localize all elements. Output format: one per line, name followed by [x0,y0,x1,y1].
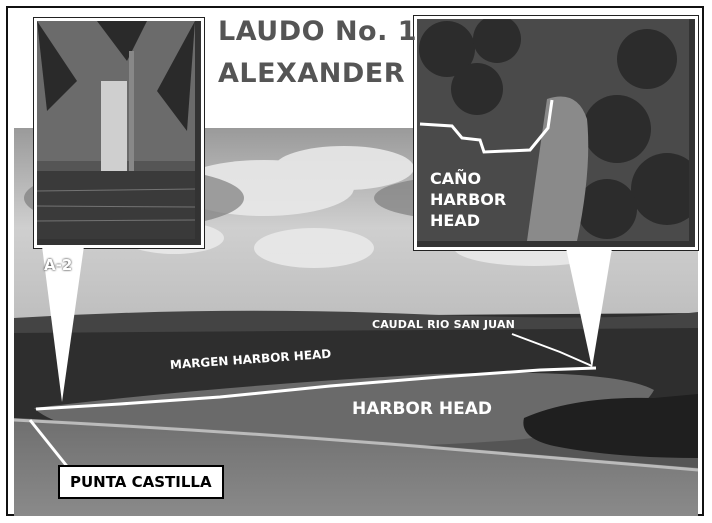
title-line-2: ALEXANDER [218,58,406,89]
marker-monument [101,81,127,171]
label-a2: A-2 [44,256,73,274]
label-cano-line3: HEAD [430,211,480,230]
forest-edge [14,310,698,333]
beach-line [14,418,698,472]
label-cano-harbor-head: CAÑO HARBOR HEAD [430,168,540,231]
label-cano-line2: HARBOR [430,190,507,209]
label-punta-castilla: PUNTA CASTILLA [58,465,224,499]
label-cano-line1: CAÑO [430,169,482,188]
marker-photo-drawing [37,21,196,239]
water-reflection [37,171,195,239]
label-caudal-rio-san-juan: CAUDAL RIO SAN JUAN [372,318,516,331]
title-line-1: LAUDO No. 1 [218,16,418,47]
label-harbor-head-lagoon: HARBOR HEAD [352,399,493,419]
boundary-marker-photo [34,18,204,248]
